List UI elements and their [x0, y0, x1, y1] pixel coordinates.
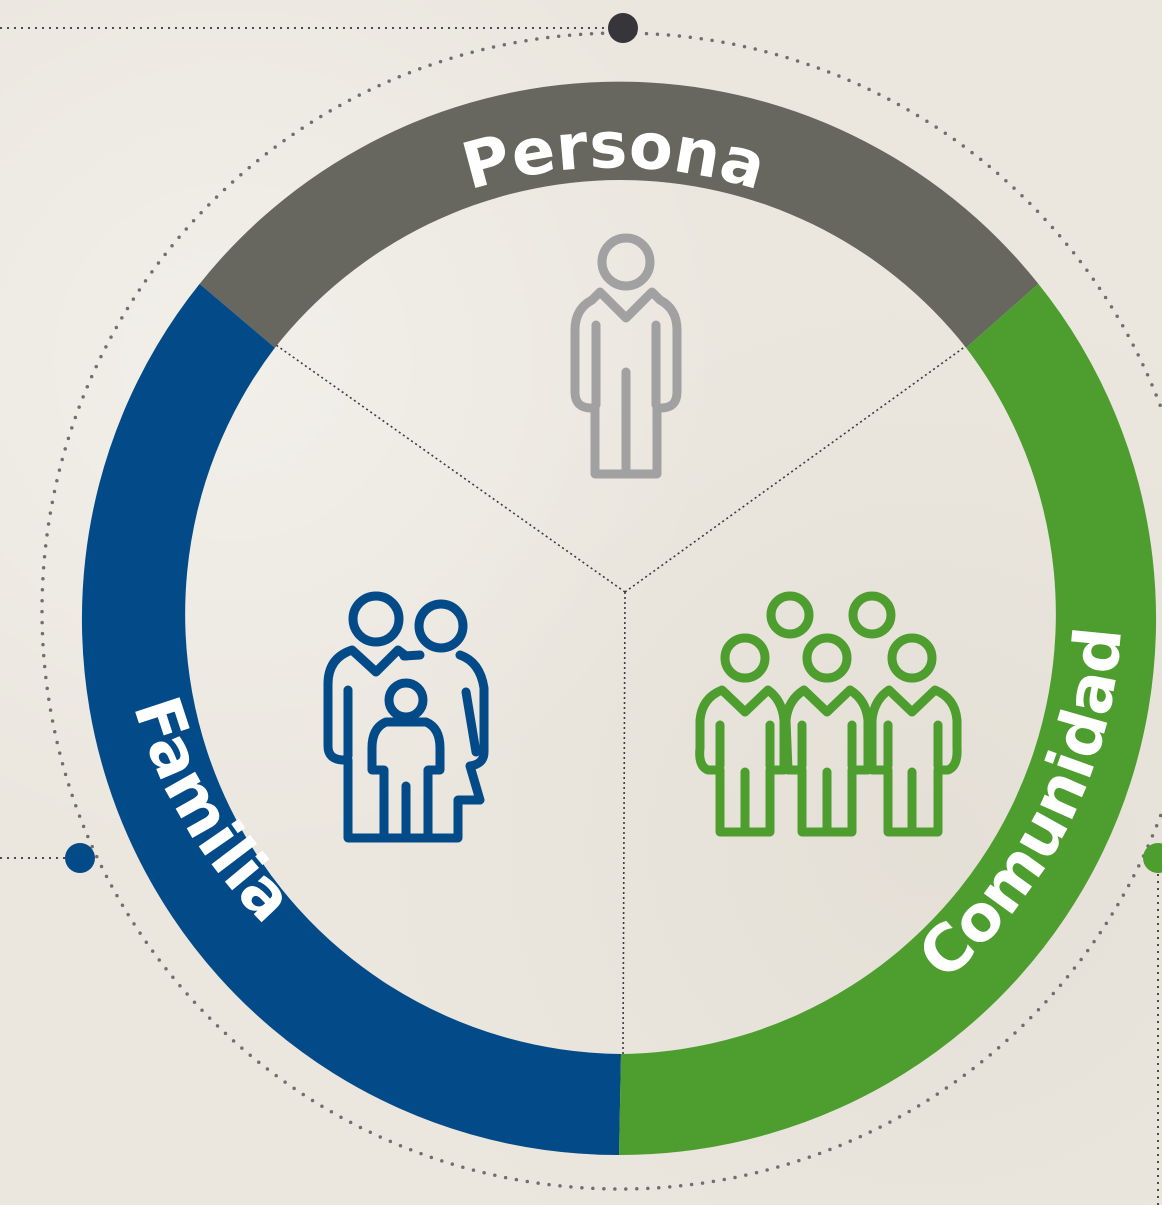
- top-connector-dot: [608, 13, 638, 43]
- community-icon: [695, 591, 962, 837]
- divider-line-bottom: [622, 591, 626, 1056]
- left-connector-dot: [65, 843, 95, 873]
- outer-dotted-ring: [40, 31, 1162, 1191]
- segment-dividers: [275, 344, 967, 1056]
- divider-line-left: [275, 344, 626, 593]
- person-icon: [570, 233, 682, 479]
- comunidad-segment: [619, 283, 1157, 1156]
- persona-segment: [199, 81, 1039, 348]
- divider-line-right: [624, 345, 967, 593]
- right-connector-dot: [1143, 843, 1162, 873]
- familia-segment: [81, 283, 621, 1156]
- family-icon: [323, 591, 489, 843]
